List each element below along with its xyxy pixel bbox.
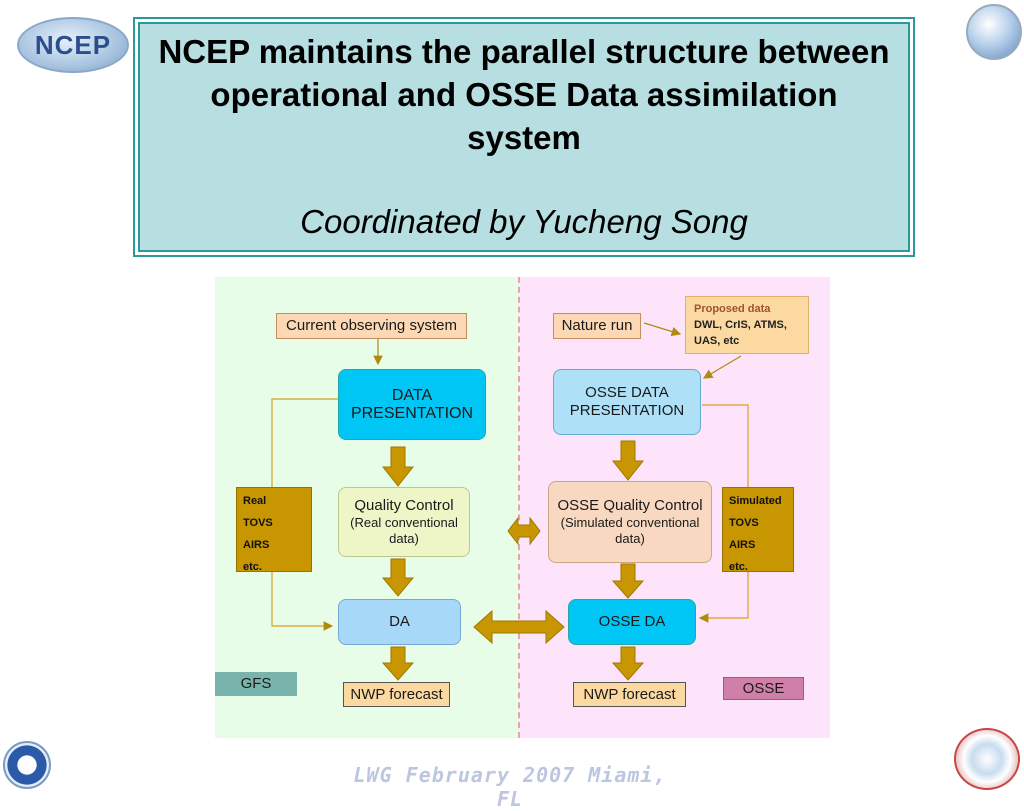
- side-item: TOVS: [729, 517, 759, 529]
- globe-logo-icon: [966, 4, 1022, 60]
- arrow-down-right-2: [611, 563, 645, 599]
- side-item: AIRS: [729, 539, 756, 551]
- diagram-arrows: [271, 322, 749, 681]
- title-box: [133, 17, 915, 257]
- qc-title: Quality Control: [354, 497, 454, 514]
- side-item: Real: [243, 495, 267, 507]
- proposed-data-title: Proposed data: [694, 303, 771, 315]
- current-observing-system-box: Current observing system: [276, 313, 467, 339]
- noaa-logo-icon: [3, 741, 51, 789]
- osse-qc-subtitle: (Simulated conventional data): [560, 515, 700, 546]
- ncep-logo-text: NCEP: [34, 30, 112, 60]
- osse-nwp-forecast-box: NWP forecast: [573, 682, 686, 707]
- gfs-tag: GFS: [215, 672, 297, 696]
- da-box: DA: [338, 599, 461, 645]
- line-naturerun-to-proposed: [643, 322, 682, 337]
- arrow-down-left-2: [381, 558, 415, 597]
- side-item: etc.: [243, 561, 262, 573]
- panel-divider: [518, 277, 520, 738]
- arrow-double-qc: [507, 516, 541, 546]
- qc-subtitle: (Real conventional data): [350, 515, 458, 546]
- side-item: Simulated: [729, 495, 782, 507]
- osse-quality-control-box: OSSE Quality Control (Simulated conventi…: [548, 481, 712, 563]
- quality-control-box: Quality Control (Real conventional data): [338, 487, 470, 557]
- osse-qc-title: OSSE Quality Control: [557, 497, 703, 514]
- proposed-data-box: Proposed data DWL, CrIS, ATMS, UAS, etc: [685, 296, 809, 354]
- slide-subtitle: Coordinated by Yucheng Song: [300, 203, 748, 240]
- osse-da-box: OSSE DA: [568, 599, 696, 645]
- arrow-down-left-1: [381, 446, 415, 487]
- osse-tag: OSSE: [723, 677, 804, 700]
- nature-run-box: Nature run: [553, 313, 641, 339]
- real-data-sidebox: Real TOVS AIRS etc.: [236, 487, 312, 573]
- side-item: TOVS: [243, 517, 273, 529]
- arrow-down-right-1: [611, 440, 645, 481]
- simulated-data-sidebox: Simulated TOVS AIRS etc.: [722, 487, 794, 573]
- side-item: AIRS: [243, 539, 270, 551]
- data-presentation-box: DATA PRESENTATION: [338, 369, 486, 440]
- ncep-logo-icon: [17, 17, 129, 73]
- nws-logo-icon: [954, 728, 1020, 790]
- osse-data-presentation-box: OSSE DATA PRESENTATION: [553, 369, 701, 435]
- nwp-forecast-box: NWP forecast: [343, 682, 450, 707]
- arrow-down-right-3: [611, 646, 645, 681]
- proposed-data-body: DWL, CrIS, ATMS, UAS, etc: [694, 319, 787, 347]
- arrow-double-da: [473, 609, 565, 645]
- slide-title: NCEP maintains the parallel structure be…: [158, 33, 890, 156]
- side-item: etc.: [729, 561, 748, 573]
- line-proposed-to-osse: [702, 355, 742, 379]
- arrow-down-left-3: [381, 646, 415, 681]
